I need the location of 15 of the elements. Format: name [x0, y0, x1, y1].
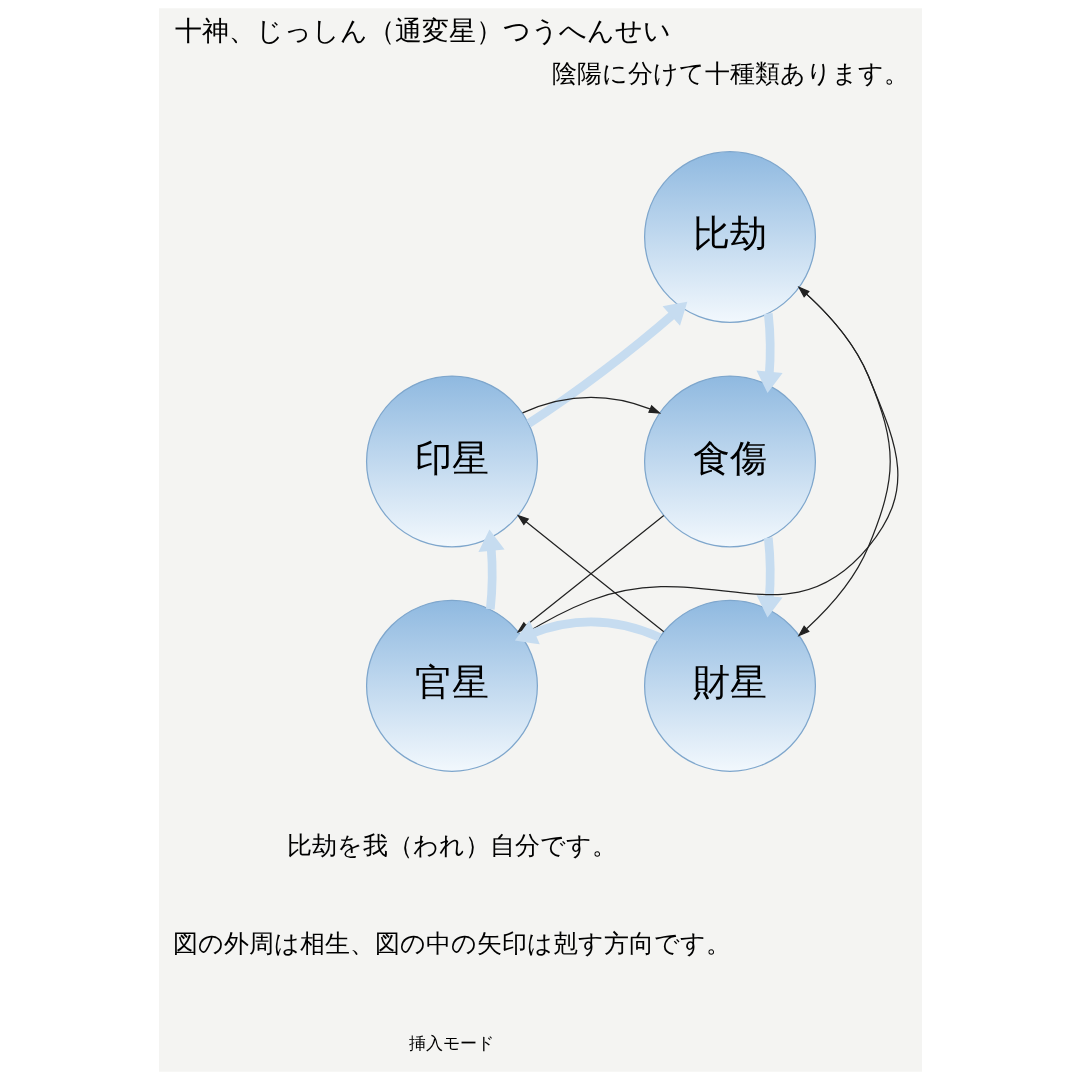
node-circle: 印星 — [365, 375, 538, 548]
label: 挿入モード — [408, 1032, 494, 1053]
arrow — [525, 301, 687, 428]
arrow — [520, 286, 898, 637]
arrow — [756, 537, 783, 618]
label: 陰陽に分けて十種類あります。 — [551, 58, 908, 88]
label: 図の外周は相生、図の中の矢印は剋す方向です。 — [172, 929, 731, 959]
arrow — [756, 313, 783, 394]
arrow — [797, 286, 891, 637]
arrow — [521, 396, 661, 414]
label: 比劫を我（われ）自分です。 — [286, 830, 617, 860]
arrow — [477, 529, 505, 610]
node-circle: 食傷 — [643, 375, 816, 548]
node-circle: 財星 — [643, 599, 816, 772]
diagram-title: 十神、じっしん（通変星）つうへんせい — [174, 15, 671, 47]
